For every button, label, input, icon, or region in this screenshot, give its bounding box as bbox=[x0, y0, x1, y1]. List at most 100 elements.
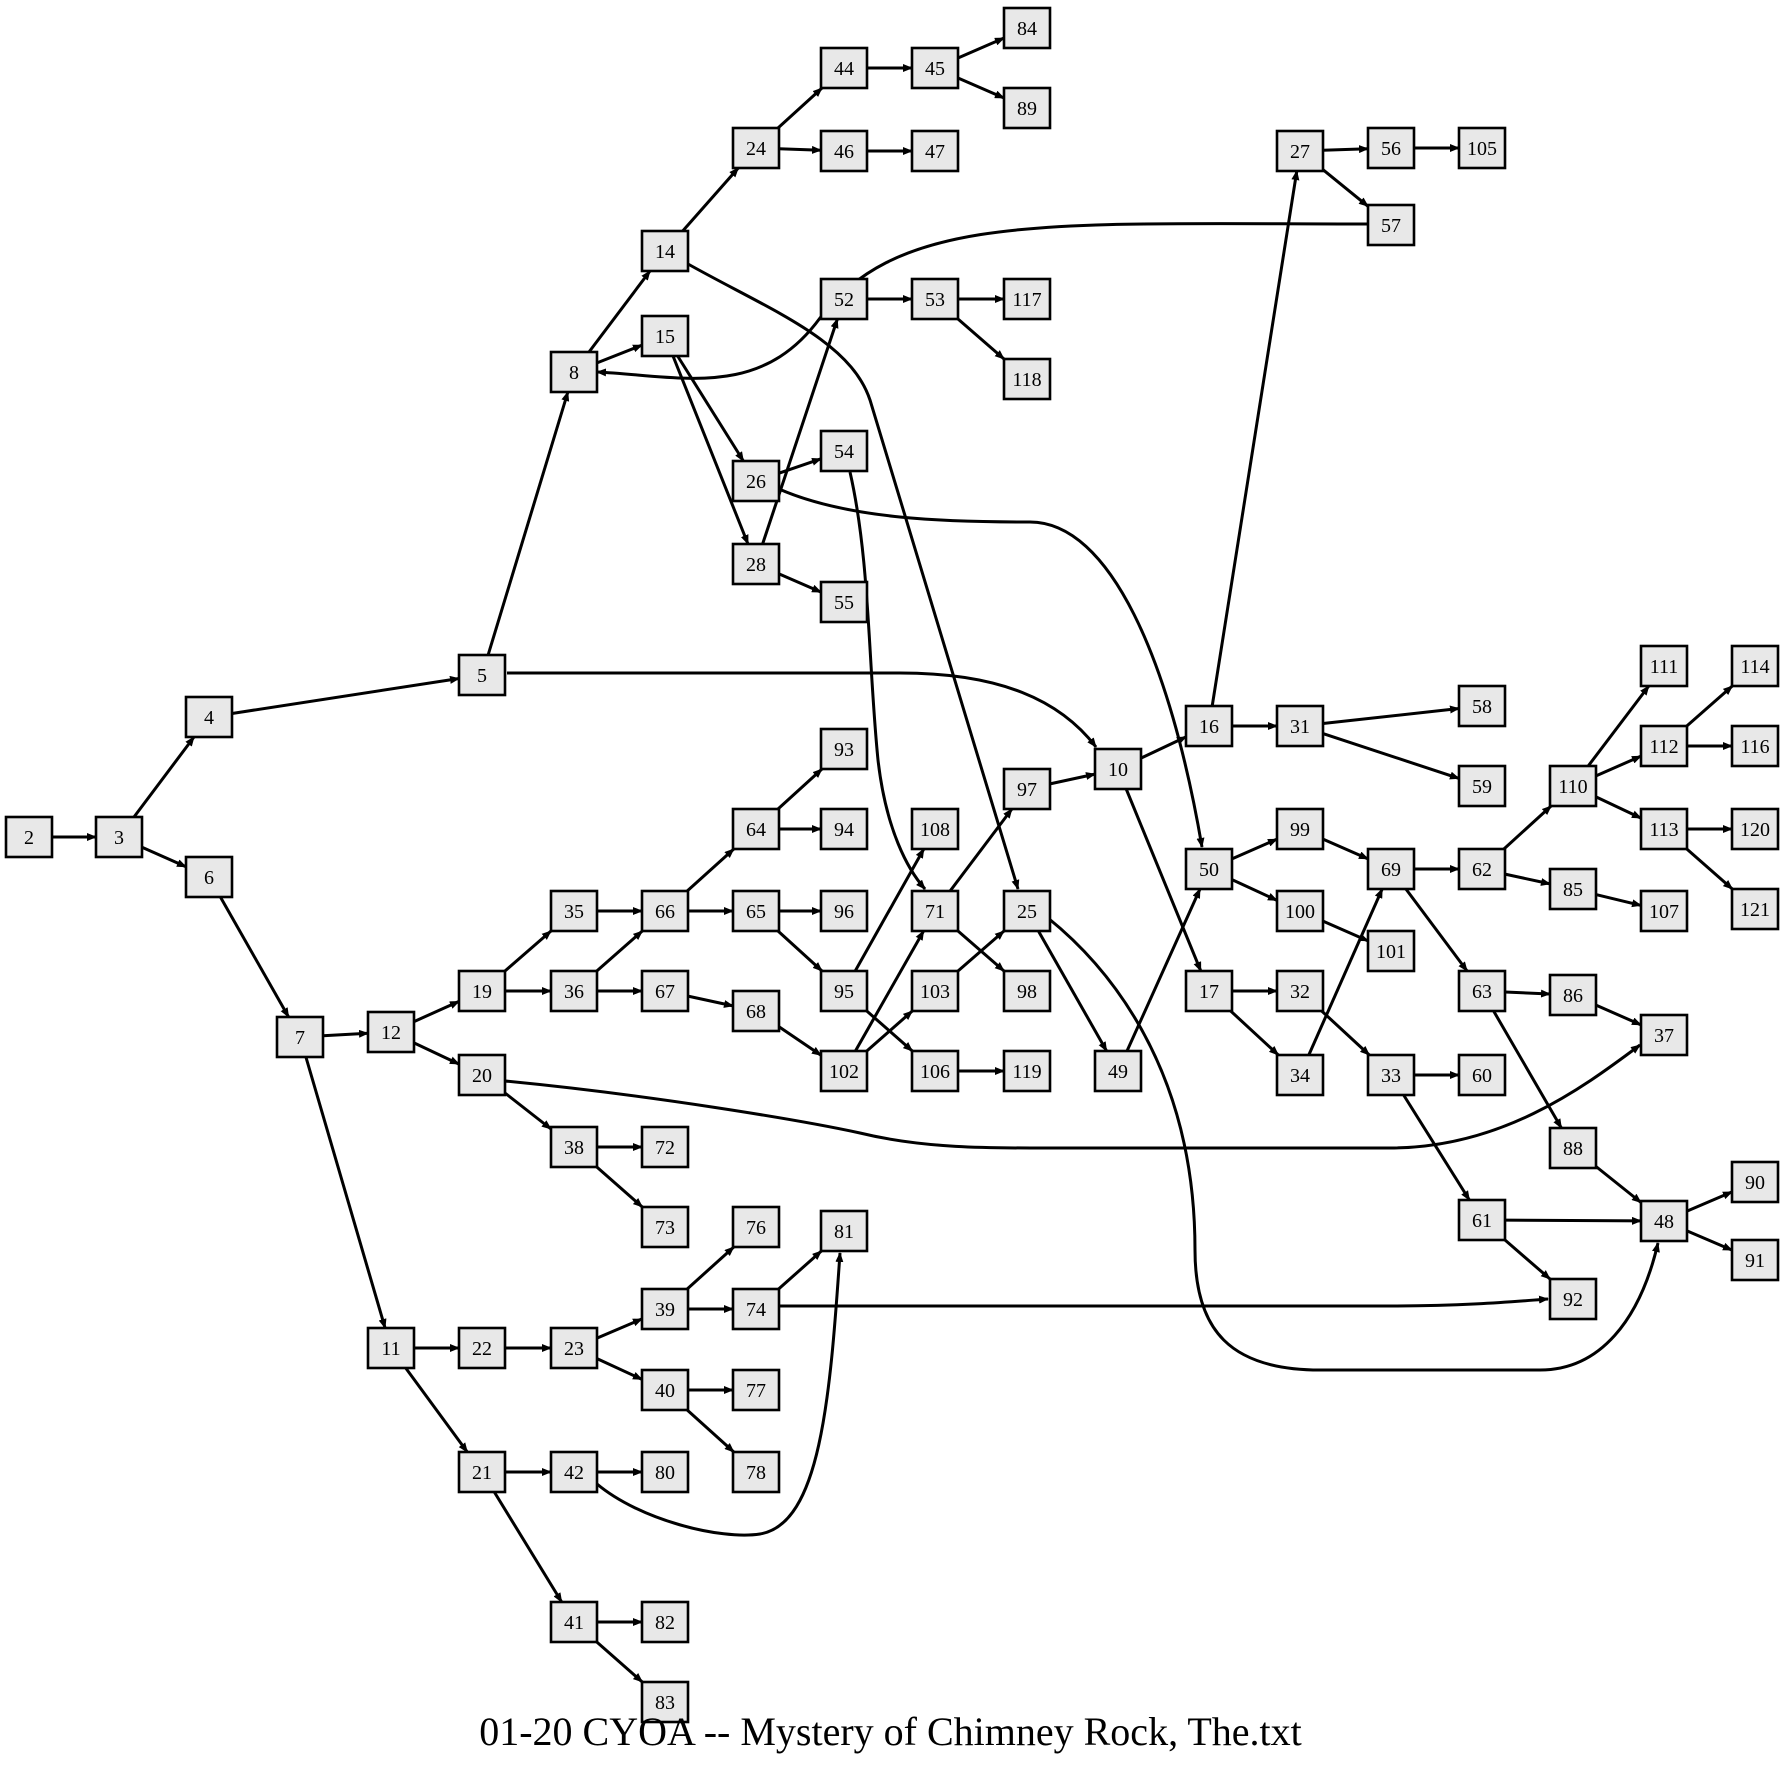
node-32-label: 32 bbox=[1290, 981, 1310, 1003]
node-44-label: 44 bbox=[834, 58, 854, 80]
node-39: 39 bbox=[640, 1287, 690, 1331]
node-50-box bbox=[1184, 847, 1234, 891]
node-38-box bbox=[549, 1125, 599, 1169]
node-66-box bbox=[640, 889, 690, 933]
node-88: 88 bbox=[1548, 1126, 1598, 1170]
node-24: 24 bbox=[731, 126, 781, 170]
node-40: 40 bbox=[640, 1368, 690, 1412]
edge-21-to-41 bbox=[493, 1491, 563, 1603]
node-91: 91 bbox=[1730, 1238, 1780, 1282]
node-4-label: 4 bbox=[204, 707, 214, 729]
node-21: 21 bbox=[457, 1450, 507, 1494]
node-65-label: 65 bbox=[746, 901, 766, 923]
node-26: 26 bbox=[731, 459, 781, 503]
node-36-label: 36 bbox=[564, 981, 584, 1003]
node-85: 85 bbox=[1548, 867, 1598, 911]
node-24-box bbox=[731, 126, 781, 170]
node-3-label: 3 bbox=[114, 827, 124, 849]
node-97-label: 97 bbox=[1017, 779, 1037, 801]
edge-113-to-121 bbox=[1685, 847, 1734, 891]
node-88-label: 88 bbox=[1563, 1138, 1583, 1160]
node-58: 58 bbox=[1457, 684, 1507, 728]
node-95-box bbox=[819, 969, 869, 1013]
node-42-box bbox=[549, 1450, 599, 1494]
node-80: 80 bbox=[640, 1450, 690, 1494]
edge-27-to-56 bbox=[1322, 145, 1369, 154]
node-76-box bbox=[731, 1205, 781, 1249]
node-80-box bbox=[640, 1450, 690, 1494]
edge-38-to-73 bbox=[595, 1165, 644, 1209]
node-73-label: 73 bbox=[655, 1217, 675, 1239]
edge-3-to-4 bbox=[132, 736, 196, 818]
node-60-box bbox=[1457, 1053, 1507, 1097]
node-121: 121 bbox=[1730, 887, 1780, 931]
node-119: 119 bbox=[1002, 1049, 1052, 1093]
node-39-box bbox=[640, 1287, 690, 1331]
node-36: 36 bbox=[549, 969, 599, 1013]
edge-48-to-91 bbox=[1686, 1229, 1733, 1252]
node-120: 120 bbox=[1730, 807, 1780, 851]
node-114-box bbox=[1730, 644, 1780, 688]
node-21-label: 21 bbox=[472, 1462, 492, 1484]
node-10-box bbox=[1093, 747, 1143, 791]
node-101-box bbox=[1366, 929, 1416, 973]
node-69-box bbox=[1366, 847, 1416, 891]
node-67: 67 bbox=[640, 969, 690, 1013]
edge-32-to-33 bbox=[1320, 1009, 1371, 1057]
node-10-label: 10 bbox=[1108, 759, 1128, 781]
node-66: 66 bbox=[640, 889, 690, 933]
node-12-label: 12 bbox=[381, 1022, 401, 1044]
node-120-box bbox=[1730, 807, 1780, 851]
node-26-label: 26 bbox=[746, 471, 766, 493]
node-72-box bbox=[640, 1125, 690, 1169]
node-55-box bbox=[819, 580, 869, 624]
node-19-box bbox=[457, 969, 507, 1013]
node-107-label: 107 bbox=[1649, 901, 1679, 923]
node-25-label: 25 bbox=[1017, 901, 1037, 923]
node-110: 110 bbox=[1548, 764, 1598, 808]
node-91-label: 91 bbox=[1745, 1250, 1765, 1272]
node-5-box bbox=[457, 653, 507, 697]
edge-95-to-108 bbox=[853, 848, 926, 972]
node-11-box bbox=[366, 1326, 416, 1370]
node-35-label: 35 bbox=[564, 901, 584, 923]
node-69: 69 bbox=[1366, 847, 1416, 891]
node-44: 44 bbox=[819, 46, 869, 90]
node-89: 89 bbox=[1002, 86, 1052, 130]
node-62: 62 bbox=[1457, 847, 1507, 891]
node-84: 84 bbox=[1002, 6, 1052, 50]
edge-63-to-86 bbox=[1504, 989, 1551, 998]
node-65-box bbox=[731, 889, 781, 933]
node-7-box bbox=[275, 1015, 325, 1059]
edge-20-to-37 bbox=[504, 1043, 1641, 1150]
node-23: 23 bbox=[549, 1326, 599, 1370]
node-57-label: 57 bbox=[1381, 215, 1401, 237]
edge-68-to-102 bbox=[778, 1025, 822, 1057]
node-72-label: 72 bbox=[655, 1137, 675, 1159]
edge-45-to-89 bbox=[957, 76, 1005, 100]
edge-16-to-27 bbox=[1210, 170, 1300, 707]
edge-8-to-15 bbox=[596, 343, 643, 365]
edge-62-to-110 bbox=[1502, 804, 1553, 851]
node-82: 82 bbox=[640, 1600, 690, 1644]
node-50: 50 bbox=[1184, 847, 1234, 891]
node-40-label: 40 bbox=[655, 1380, 675, 1402]
node-91-box bbox=[1730, 1238, 1780, 1282]
node-111-label: 111 bbox=[1650, 656, 1679, 678]
edge-67-to-68 bbox=[687, 994, 734, 1008]
node-25: 25 bbox=[1002, 889, 1052, 933]
node-74-box bbox=[731, 1287, 781, 1331]
node-63-box bbox=[1457, 969, 1507, 1013]
node-48: 48 bbox=[1639, 1199, 1689, 1243]
edge-6-to-7 bbox=[219, 896, 290, 1018]
node-22-label: 22 bbox=[472, 1338, 492, 1360]
node-37-label: 37 bbox=[1654, 1025, 1674, 1047]
node-53-label: 53 bbox=[925, 289, 945, 311]
node-20-label: 20 bbox=[472, 1065, 492, 1087]
edge-27-to-57 bbox=[1322, 168, 1369, 208]
node-4-box bbox=[184, 695, 234, 739]
node-73: 73 bbox=[640, 1205, 690, 1249]
node-5: 5 bbox=[457, 653, 507, 697]
node-100: 100 bbox=[1275, 889, 1325, 933]
